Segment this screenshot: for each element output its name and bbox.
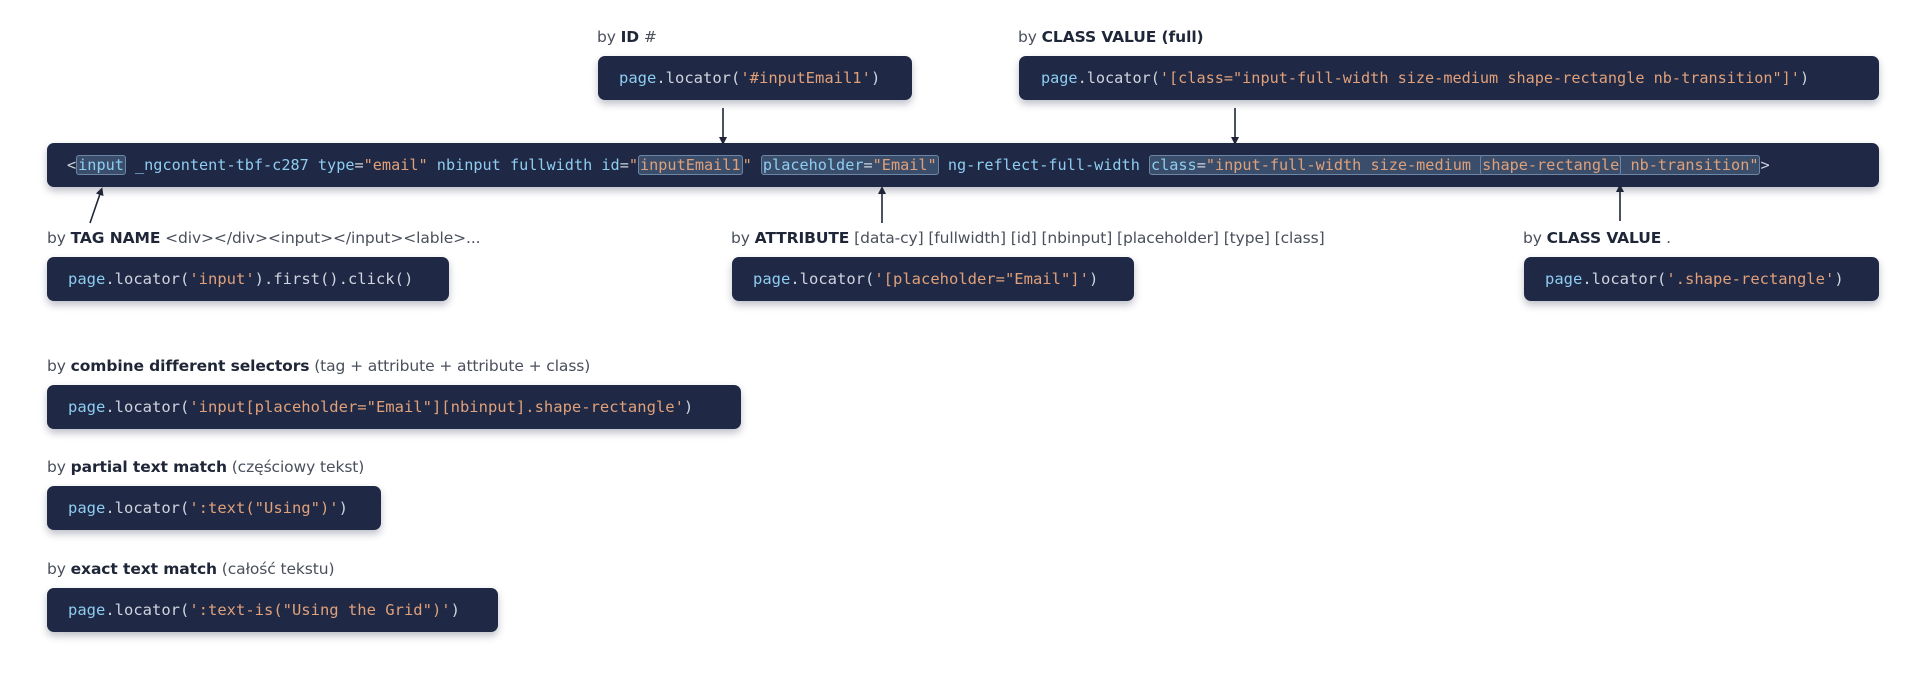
type-attr: type	[317, 156, 355, 174]
label-prefix: by	[731, 229, 750, 247]
label-title: ATTRIBUTE	[754, 229, 850, 247]
equals: =	[863, 156, 873, 174]
code-method: .locator(	[105, 601, 190, 619]
ngcontent-attr: _ngcontent-tbf-c287	[125, 156, 318, 174]
label-title: exact text match	[70, 560, 217, 578]
code-close: )	[1088, 270, 1099, 288]
equals: =	[619, 156, 629, 174]
type-value: "email"	[363, 156, 428, 174]
label-suffix: .	[1661, 229, 1671, 247]
quote: "	[742, 156, 752, 174]
label-suffix: #	[639, 28, 657, 46]
class-highlight: class="input-full-width size-medium shap…	[1148, 155, 1761, 175]
class-attr: class	[1150, 156, 1197, 174]
combine-selector-code: page.locator('input[placeholder="Email"]…	[47, 385, 741, 429]
class-full-selector-code: page.locator('[class="input-full-width s…	[1019, 56, 1879, 100]
label-by-tag-name: by TAG NAME <div></div><input></input><l…	[47, 229, 481, 247]
code-method: .locator(	[790, 270, 875, 288]
label-prefix: by	[47, 357, 66, 375]
label-by-class-value: by CLASS VALUE .	[1523, 229, 1671, 247]
label-title: combine different selectors	[70, 357, 310, 375]
code-close: )	[870, 69, 881, 87]
label-by-partial-text: by partial text match (częściowy tekst)	[47, 458, 364, 476]
id-attr: id	[601, 156, 620, 174]
code-object: page	[619, 69, 657, 87]
partial-text-selector-code: page.locator(':text("Using")')	[47, 486, 381, 530]
code-method: .locator(	[1582, 270, 1667, 288]
label-prefix: by	[1523, 229, 1542, 247]
class-value-start: "input-full-width size-medium	[1205, 156, 1481, 174]
code-object: page	[1545, 270, 1583, 288]
code-object: page	[753, 270, 791, 288]
code-close: )	[338, 499, 348, 517]
code-close: )	[450, 601, 460, 619]
label-prefix: by	[47, 560, 66, 578]
tag-close: >	[1760, 156, 1770, 174]
label-suffix: (całość tekstu)	[216, 560, 335, 578]
code-object: page	[68, 398, 106, 416]
class-value-highlight: shape-rectangle	[1480, 155, 1622, 175]
label-prefix: by	[597, 28, 616, 46]
placeholder-highlight: placeholder="Email"	[760, 155, 939, 175]
code-method: .locator(	[656, 69, 741, 87]
label-title: partial text match	[70, 458, 227, 476]
ng-reflect-attr: ng-reflect-full-width	[938, 156, 1149, 174]
label-by-exact-text: by exact text match (całość tekstu)	[47, 560, 335, 578]
code-argument: ':text("Using")'	[189, 499, 339, 517]
code-argument: '#inputEmail1'	[740, 69, 871, 87]
label-by-id: by ID #	[597, 28, 657, 46]
tag-selector-code: page.locator('input').first().click()	[47, 257, 449, 301]
label-suffix: <div></div><input></input><lable>...	[160, 229, 481, 247]
label-prefix: by	[47, 458, 66, 476]
tag-open: <	[67, 156, 77, 174]
label-title: CLASS VALUE (full)	[1041, 28, 1204, 46]
tag-name-highlight: input	[76, 155, 126, 175]
label-by-class-full: by CLASS VALUE (full)	[1018, 28, 1204, 46]
code-argument: '[placeholder="Email"]'	[874, 270, 1089, 288]
code-object: page	[1041, 69, 1078, 87]
placeholder-value: "Email"	[872, 156, 937, 174]
code-close: )	[683, 398, 694, 416]
code-argument: 'input'	[189, 270, 255, 288]
code-object: page	[68, 601, 106, 619]
equals: =	[354, 156, 364, 174]
label-title: CLASS VALUE	[1546, 229, 1662, 247]
placeholder-attr: placeholder	[762, 156, 864, 174]
code-method: .locator(	[1077, 69, 1160, 87]
label-title: TAG NAME	[70, 229, 161, 247]
label-title: ID	[620, 28, 640, 46]
code-argument: 'input[placeholder="Email"][nbinput].sha…	[189, 398, 684, 416]
code-close: ).first().click()	[254, 270, 414, 288]
code-object: page	[68, 270, 106, 288]
label-prefix: by	[47, 229, 66, 247]
nbinput-attrs: nbinput fullwidth	[427, 156, 602, 174]
label-by-attribute: by ATTRIBUTE [data-cy] [fullwidth] [id] …	[731, 229, 1325, 247]
arrow-tag-name	[89, 187, 104, 224]
code-method: .locator(	[105, 398, 190, 416]
label-by-combine: by combine different selectors (tag + at…	[47, 357, 590, 375]
label-suffix: (częściowy tekst)	[226, 458, 365, 476]
class-value-end: nb-transition"	[1621, 156, 1759, 174]
attribute-selector-code: page.locator('[placeholder="Email"]')	[732, 257, 1134, 301]
code-argument: '[class="input-full-width size-medium sh…	[1159, 69, 1800, 87]
code-object: page	[68, 499, 106, 517]
code-close: )	[1799, 69, 1810, 87]
code-close: )	[1834, 270, 1844, 288]
equals: =	[1196, 156, 1206, 174]
code-argument: ':text-is("Using the Grid")'	[189, 601, 451, 619]
html-element-code: <input _ngcontent-tbf-c287 type="email" …	[47, 143, 1879, 187]
id-value-highlight: inputEmail1	[638, 155, 743, 175]
class-value-selector-code: page.locator('.shape-rectangle')	[1524, 257, 1879, 301]
label-prefix: by	[1018, 28, 1037, 46]
label-suffix: [data-cy] [fullwidth] [id] [nbinput] [pl…	[849, 229, 1325, 247]
code-method: .locator(	[105, 270, 190, 288]
label-suffix: (tag + attribute + attribute + class)	[309, 357, 591, 375]
quote: "	[628, 156, 638, 174]
exact-text-selector-code: page.locator(':text-is("Using the Grid")…	[47, 588, 498, 632]
id-selector-code: page.locator('#inputEmail1')	[598, 56, 912, 100]
code-argument: '.shape-rectangle'	[1666, 270, 1835, 288]
code-method: .locator(	[105, 499, 190, 517]
